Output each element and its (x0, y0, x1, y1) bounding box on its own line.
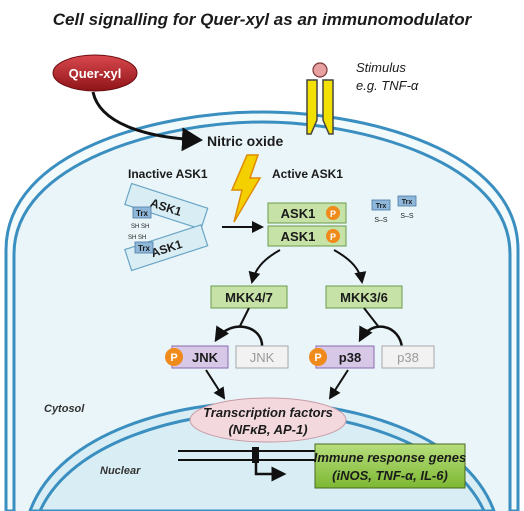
quer-xyl-node (52, 54, 138, 92)
phospho-ask1-bottom: P (330, 232, 336, 242)
oxidized-trx-2: Trx S–S (397, 195, 417, 220)
ss-ox-2: S–S (400, 213, 414, 220)
jnk-active-label: JNK (192, 350, 219, 365)
active-ask1-dimer: ASK1 P ASK1 P (267, 202, 347, 247)
trx-ox-2: Trx (402, 199, 413, 206)
transcription-factors-node (189, 397, 347, 443)
jnk-to-tf-arrow (205, 369, 226, 400)
quer-xyl-label: Quer-xyl (69, 66, 122, 81)
genes-members: (iNOS, TNF-α, IL-6) (332, 468, 448, 483)
cytosol-label: Cytosol (44, 403, 85, 415)
p38-phospho-label: P (314, 352, 321, 364)
quer-to-no-arrow (91, 91, 203, 152)
ss-ox-1: S–S (374, 217, 388, 224)
jnk-phosphorylation-arrow (214, 325, 264, 349)
mkk47-to-jnk-line (239, 307, 250, 327)
ask1-to-mkk36-arrow (333, 249, 367, 284)
genes-label: Immune response genes (314, 450, 466, 465)
ask1-to-mkk47-arrow (248, 249, 281, 284)
stimulus-label: Stimulus (356, 60, 406, 75)
diagram-title: Cell signalling for Quer-xyl as an immun… (53, 10, 473, 29)
sh-label-2: SH (141, 224, 149, 230)
dna-gene (178, 447, 322, 482)
inactive-ask1-complex: ASK1 ASK1 Trx SH SH SH SH Trx (124, 182, 209, 272)
immune-genes-box (314, 443, 466, 489)
tf-members: (NFκB, AP-1) (228, 422, 307, 437)
p38-to-tf-arrow (328, 369, 349, 400)
phospho-ask1-top: P (330, 209, 336, 219)
jnk-phospho-label: P (170, 352, 177, 364)
inactive-ask1-label: Inactive ASK1 (128, 167, 208, 181)
p38-phospho-icon (309, 348, 327, 366)
nuclear-label: Nuclear (100, 465, 141, 477)
jnk-inactive-label: JNK (250, 350, 275, 365)
sh-label-3: SH (128, 235, 136, 241)
nitric-oxide-label: Nitric oxide (207, 133, 283, 149)
sh-label-4: SH (138, 235, 146, 241)
ask1-active-bottom: ASK1 (281, 229, 316, 244)
jnk-inactive-box (235, 345, 289, 369)
mkk36-label: MKK3/6 (340, 290, 388, 305)
tf-label: Transcription factors (203, 405, 333, 420)
p38-inactive-box (381, 345, 435, 369)
active-ask1-label: Active ASK1 (272, 167, 343, 181)
mkk36-to-p38-line (363, 307, 379, 327)
p38-inactive-label: p38 (397, 350, 419, 365)
trx-inactive-bottom: Trx (138, 244, 151, 253)
sh-label-1: SH (131, 224, 139, 230)
p38-active-label: p38 (339, 350, 361, 365)
oxidized-trx-1: Trx S–S (371, 199, 391, 224)
jnk-phospho-icon (165, 348, 183, 366)
stimulus-example: e.g. TNF-α (356, 78, 419, 93)
tnf-receptor (306, 62, 334, 135)
trx-inactive-top: Trx (136, 209, 149, 218)
trx-ox-1: Trx (376, 203, 387, 210)
lightning-bolt-icon (230, 154, 262, 223)
ask1-active-top: ASK1 (281, 206, 316, 221)
mkk47-label: MKK4/7 (225, 290, 273, 305)
p38-phosphorylation-arrow (358, 325, 404, 349)
